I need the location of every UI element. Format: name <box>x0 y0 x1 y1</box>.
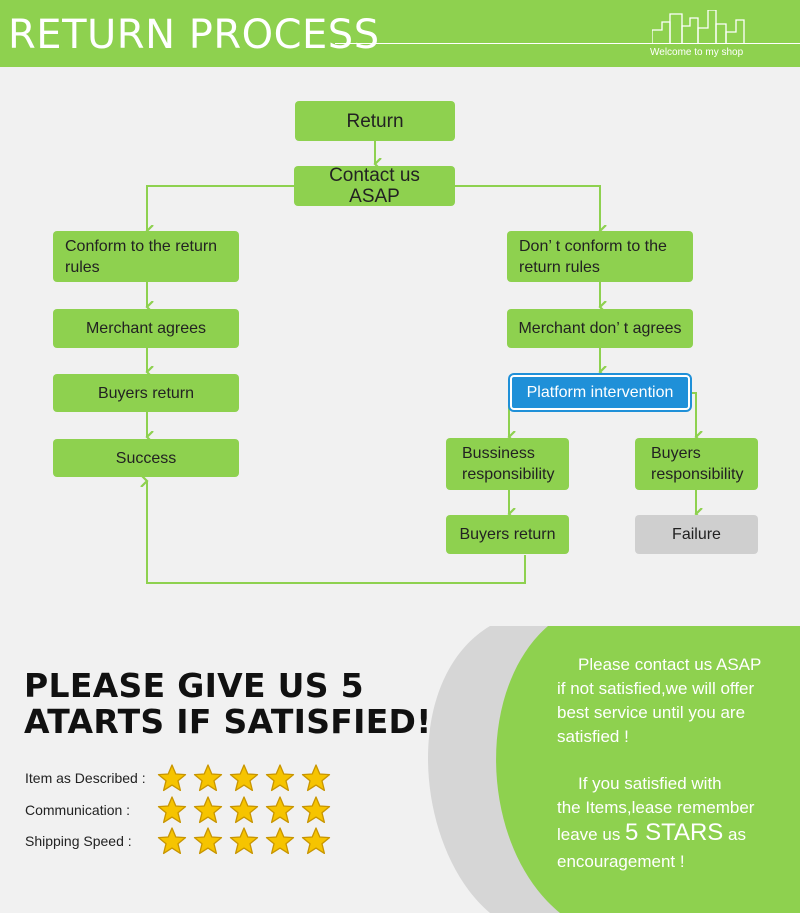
msg-p2-line2: the Items,lease remember <box>557 798 755 817</box>
header-tagline: Welcome to my shop <box>650 47 744 58</box>
msg-p2-line3-pre: leave us <box>557 825 626 844</box>
node-buyers-return-left-label: Buyers return <box>97 384 195 402</box>
rating-row-item-described: Item as Described : <box>25 763 331 793</box>
star-icon[interactable] <box>229 826 259 856</box>
msg-p1-line4: satisfied ! <box>557 727 629 746</box>
star-icon[interactable] <box>265 795 295 825</box>
star-rating[interactable] <box>157 795 331 825</box>
star-icon[interactable] <box>193 763 223 793</box>
node-conform-line2: rules <box>65 258 100 276</box>
star-icon[interactable] <box>301 795 331 825</box>
msg-p1-line3: best service until you are <box>557 703 746 722</box>
star-icon[interactable] <box>193 795 223 825</box>
star-icon[interactable] <box>229 763 259 793</box>
message-blob <box>427 626 800 913</box>
node-success-label: Success <box>115 449 177 467</box>
node-business-responsibility: Bussiness responsibility <box>446 438 569 490</box>
node-buyers-resp-line1: Buyers <box>651 445 701 462</box>
msg-p1-line2: if not satisfied,we will offer <box>557 679 755 698</box>
star-rating[interactable] <box>157 826 331 856</box>
node-failure-label: Failure <box>672 526 721 543</box>
node-merchant-dont-label: Merchant don’ t agrees <box>518 320 682 337</box>
node-buyers-return-right-label: Buyers return <box>459 526 556 543</box>
city-skyline-icon <box>652 10 745 43</box>
rating-heading: PLEASE GIVE US 5 ATARTS IF SATISFIED! <box>24 668 432 740</box>
rating-heading-line1: PLEASE GIVE US 5 <box>24 666 364 705</box>
star-icon[interactable] <box>157 795 187 825</box>
star-rating[interactable] <box>157 763 331 793</box>
star-icon[interactable] <box>265 763 295 793</box>
node-contact-label: Contact us ASAP <box>329 165 420 207</box>
msg-p2-line3-post: as <box>723 825 746 844</box>
node-return: Return <box>295 101 455 141</box>
node-dont-conform-line2: return rules <box>519 258 600 276</box>
star-icon[interactable] <box>229 795 259 825</box>
rating-label: Shipping Speed : <box>25 833 132 849</box>
rating-row-communication: Communication : <box>25 795 331 825</box>
msg-p1-line1: Please contact us ASAP <box>578 655 762 674</box>
star-icon[interactable] <box>157 763 187 793</box>
msg-p2-line3: leave us 5 STARS as <box>557 818 746 850</box>
node-return-label: Return <box>346 110 404 132</box>
node-failure: Failure <box>635 515 758 554</box>
node-platform-label: Platform intervention <box>526 384 674 401</box>
star-icon[interactable] <box>193 826 223 856</box>
flow-connectors <box>0 140 800 584</box>
node-conform-rules: Conform to the return rules <box>53 231 239 282</box>
node-dont-conform: Don’ t conform to the return rules <box>507 231 693 282</box>
node-merchant-dont-agree: Merchant don’ t agrees <box>507 309 693 348</box>
star-icon[interactable] <box>157 826 187 856</box>
node-merchant-agrees: Merchant agrees <box>53 309 239 348</box>
node-business-line2: responsibility <box>462 466 555 483</box>
star-icon[interactable] <box>265 826 295 856</box>
page-title: RETURN PROCESS <box>8 12 380 58</box>
node-buyers-resp-line2: responsibility <box>651 466 744 483</box>
msg-five-stars: 5 STARS <box>625 819 724 846</box>
node-buyers-responsibility: Buyers responsibility <box>635 438 758 490</box>
msg-p2-line4: encouragement ! <box>557 852 685 871</box>
node-business-line1: Bussiness <box>462 445 535 462</box>
rating-row-shipping-speed: Shipping Speed : <box>25 826 331 856</box>
rating-label: Communication : <box>25 802 131 818</box>
node-merchant-agrees-label: Merchant agrees <box>85 320 207 337</box>
node-success: Success <box>53 439 239 477</box>
node-buyers-return-left: Buyers return <box>53 374 239 412</box>
rating-label: Item as Described : <box>25 770 146 786</box>
msg-p2-line1: If you satisfied with <box>578 774 722 793</box>
blob-green <box>496 626 800 913</box>
node-platform-intervention: Platform intervention <box>510 375 690 410</box>
node-contact-us: Contact us ASAP <box>294 165 455 207</box>
star-icon[interactable] <box>301 826 331 856</box>
rating-heading-line2: ATARTS IF SATISFIED! <box>24 702 432 741</box>
header-divider <box>335 43 800 44</box>
node-buyers-return-right: Buyers return <box>446 515 569 554</box>
star-icon[interactable] <box>301 763 331 793</box>
node-dont-conform-line1: Don’ t conform to the <box>519 237 667 255</box>
header-banner: RETURN PROCESS Welcome to my shop <box>0 0 800 67</box>
node-conform-line1: Conform to the return <box>65 237 218 255</box>
